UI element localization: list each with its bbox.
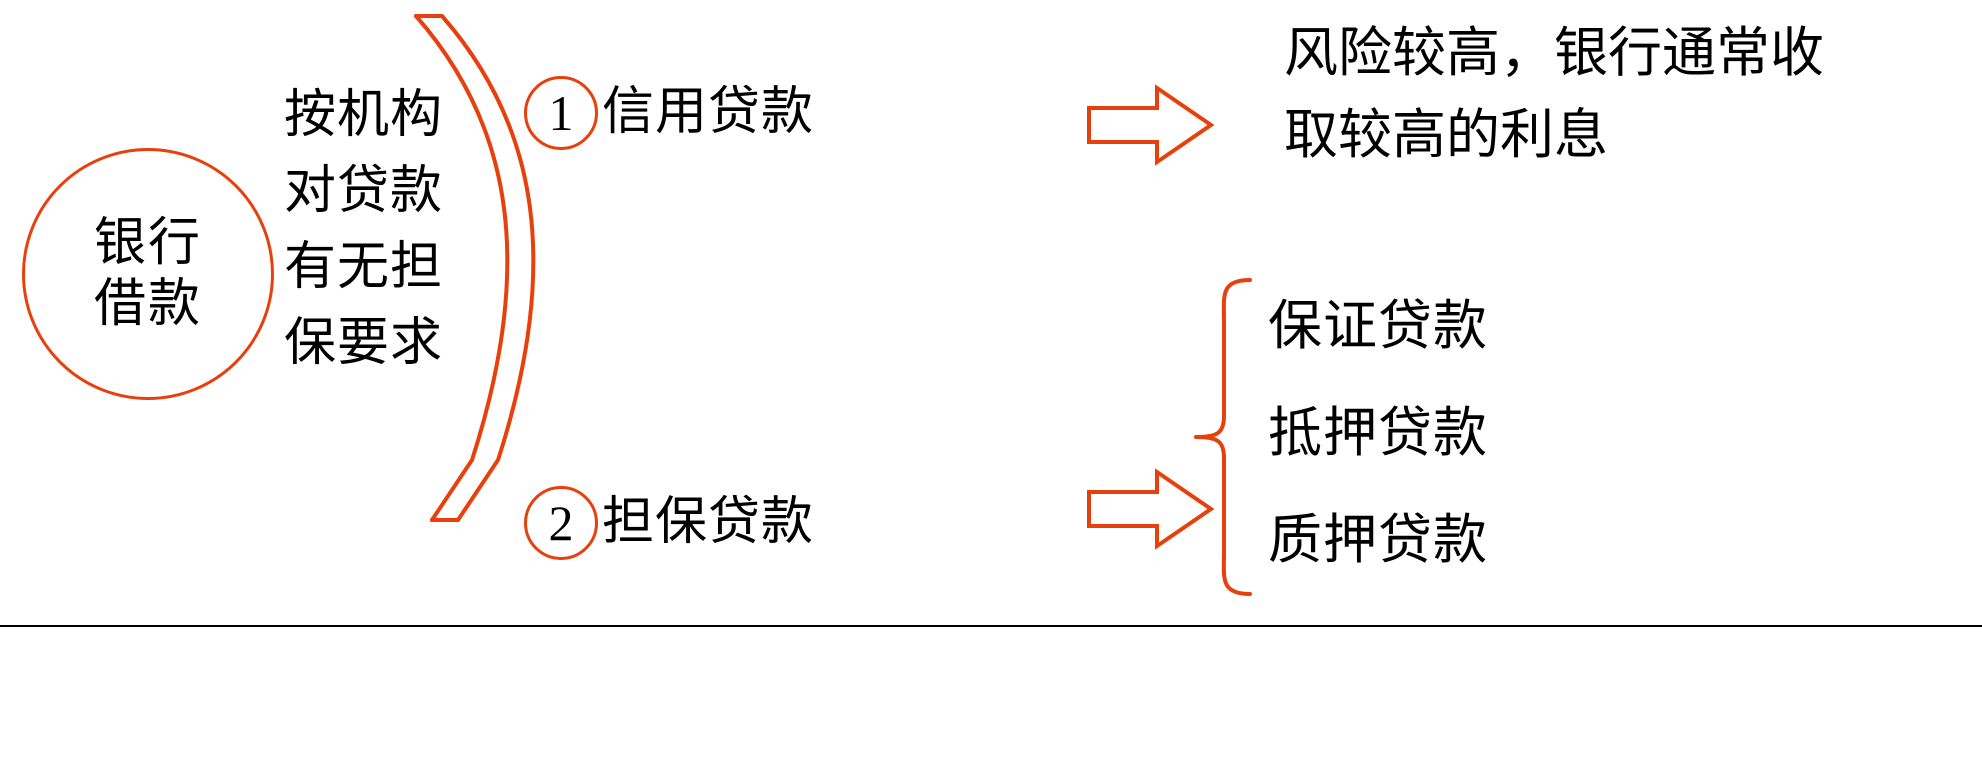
branch-row-guaranteed-loan[interactable]: 2 担保贷款 bbox=[524, 486, 814, 560]
branch-label-1: 信用贷款 bbox=[602, 84, 815, 141]
left-curly-brace-icon bbox=[414, 14, 536, 522]
subtype-list: 保证贷款 抵押贷款 质押贷款 bbox=[1268, 272, 1688, 593]
block-arrow-right-icon-2 bbox=[1087, 468, 1215, 550]
criterion-line-3: 有无担 bbox=[284, 238, 444, 296]
source-node-label: 银行 借款 bbox=[22, 148, 274, 400]
left-curly-brace-small-icon bbox=[1194, 278, 1252, 596]
source-node-bank-loan: 银行 借款 bbox=[22, 148, 274, 400]
source-node-circle-outline bbox=[22, 148, 274, 400]
subtype-label-2: 抵押贷款 bbox=[1268, 402, 1488, 463]
outcome-text-credit-loan: 风险较高，银行通常收 取较高的利息 bbox=[1284, 12, 1964, 176]
bottom-divider bbox=[0, 625, 1982, 627]
block-arrow-right-icon-1 bbox=[1087, 84, 1215, 166]
subtype-label-3: 质押贷款 bbox=[1268, 509, 1488, 570]
subtype-item-2[interactable]: 抵押贷款 bbox=[1268, 379, 1688, 486]
criterion-text-block: 按机构 对贷款 有无担 保要求 bbox=[284, 78, 464, 382]
subtype-item-3[interactable]: 质押贷款 bbox=[1268, 486, 1688, 593]
branch-row-credit-loan[interactable]: 1 信用贷款 bbox=[524, 76, 814, 150]
branch-label-2: 担保贷款 bbox=[602, 494, 815, 551]
outcome-line-1: 风险较高，银行通常收 bbox=[1284, 23, 1824, 83]
source-node-label-line2: 借款 bbox=[93, 276, 202, 333]
subtype-item-1[interactable]: 保证贷款 bbox=[1268, 272, 1688, 379]
outcome-line-2: 取较高的利息 bbox=[1284, 105, 1608, 166]
branch-number-1: 1 bbox=[548, 85, 574, 141]
criterion-line-2: 对贷款 bbox=[284, 162, 444, 220]
criterion-line-1: 按机构 bbox=[284, 87, 444, 144]
branch-number-2: 2 bbox=[548, 495, 574, 551]
branch-number-badge-1: 1 bbox=[524, 76, 598, 150]
criterion-line-4: 保要求 bbox=[284, 314, 444, 372]
source-node-label-line1: 银行 bbox=[93, 214, 202, 272]
subtype-label-1: 保证贷款 bbox=[1268, 295, 1488, 356]
branch-number-badge-2: 2 bbox=[524, 486, 598, 560]
